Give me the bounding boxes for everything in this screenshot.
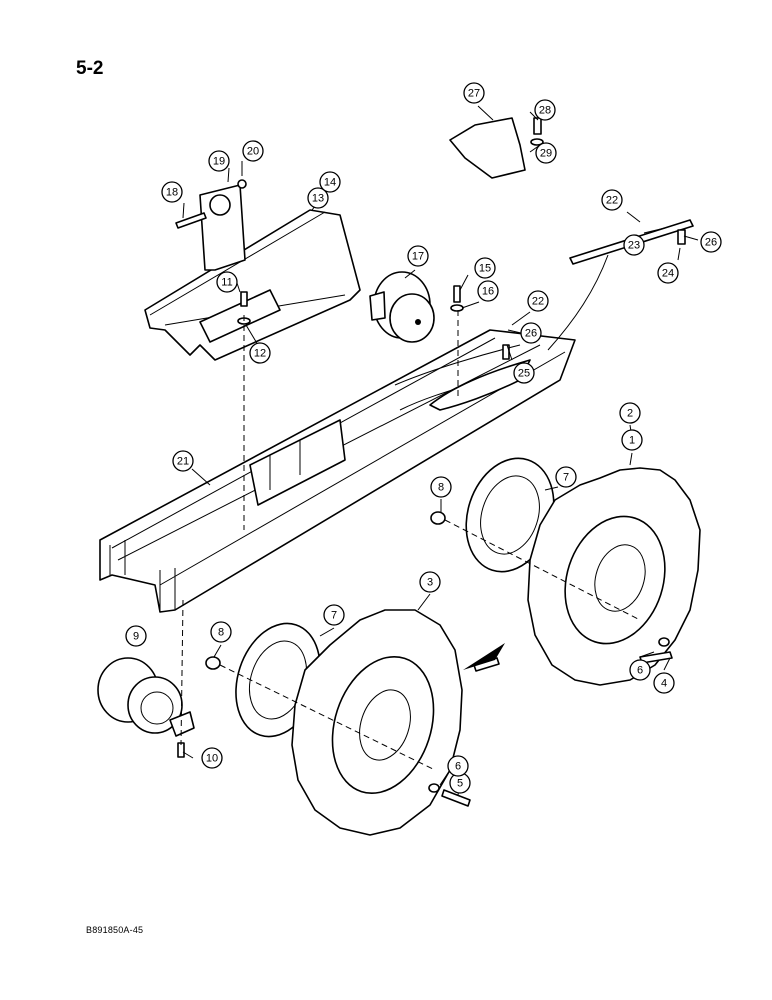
callout-23: 23	[623, 234, 645, 256]
callout-19: 19	[208, 150, 230, 172]
callout-26: 26	[520, 322, 542, 344]
callout-28: 28	[534, 99, 556, 121]
callout-label: 10	[206, 753, 218, 765]
callout-label: 15	[479, 263, 491, 275]
callout-7: 7	[555, 466, 577, 488]
callout-16: 16	[477, 280, 499, 302]
callout-label: 8	[438, 482, 444, 494]
cover-27	[449, 117, 526, 179]
callout-18: 18	[161, 181, 183, 203]
track-roller	[97, 657, 195, 737]
callout-17: 17	[407, 245, 429, 267]
callout-12: 12	[249, 342, 271, 364]
callout-26: 26	[700, 231, 722, 253]
callout-6: 6	[447, 755, 469, 777]
callout-label: 26	[525, 328, 537, 340]
callout-label: 24	[662, 268, 674, 280]
leader-lines	[182, 105, 699, 796]
alignment-lines	[180, 310, 641, 771]
track-guard	[144, 184, 361, 361]
drawing-reference: B891850A-45	[86, 925, 144, 935]
callout-layer: 1234566778891011121314151617181920212222…	[125, 82, 722, 794]
page-number: 5-2	[76, 58, 104, 79]
callout-11: 11	[216, 271, 238, 293]
callout-label: 7	[563, 472, 569, 484]
callout-label: 8	[218, 627, 224, 639]
callout-6: 6	[629, 659, 651, 681]
callout-label: 6	[455, 761, 461, 773]
callout-label: 6	[637, 665, 643, 677]
callout-label: 3	[427, 577, 433, 589]
callout-label: 22	[532, 296, 544, 308]
callout-13: 13	[307, 187, 329, 209]
callout-22: 22	[527, 290, 549, 312]
callout-label: 21	[177, 456, 189, 468]
callout-label: 7	[331, 610, 337, 622]
sprocket-upper	[527, 467, 701, 686]
callout-label: 19	[213, 156, 225, 168]
callout-label: 25	[518, 368, 530, 380]
callout-label: 13	[312, 193, 324, 205]
callout-label: 1	[629, 435, 635, 447]
callout-label: 12	[254, 348, 266, 360]
callout-label: 27	[468, 88, 480, 100]
sprocket-lower	[291, 609, 463, 836]
callout-10: 10	[201, 747, 223, 769]
callout-label: 2	[627, 408, 633, 420]
callout-8: 8	[210, 621, 232, 643]
callout-label: 11	[221, 277, 232, 289]
carrier-roller	[369, 271, 435, 343]
callout-label: 9	[133, 631, 139, 643]
callout-14: 14	[319, 171, 341, 193]
callout-15: 15	[474, 257, 496, 279]
callout-label: 20	[247, 146, 259, 158]
callout-label: 16	[482, 286, 494, 298]
transfer-arrows	[463, 254, 609, 670]
callout-22: 22	[601, 189, 623, 211]
callout-29: 29	[535, 142, 557, 164]
callout-9: 9	[125, 625, 147, 647]
callout-label: 5	[457, 778, 463, 790]
callout-label: 22	[606, 195, 618, 207]
callout-21: 21	[172, 450, 194, 472]
callout-20: 20	[242, 140, 264, 162]
callout-label: 28	[539, 105, 551, 117]
callout-8: 8	[430, 476, 452, 498]
callout-7: 7	[323, 604, 345, 626]
callout-label: 4	[661, 678, 667, 690]
callout-label: 29	[540, 148, 552, 160]
callout-label: 18	[166, 187, 178, 199]
callout-label: 23	[628, 240, 640, 252]
callout-1: 1	[621, 429, 643, 451]
track-frame	[99, 329, 576, 613]
callout-24: 24	[657, 262, 679, 284]
callout-3: 3	[419, 571, 441, 593]
callout-label: 17	[412, 251, 424, 263]
callout-label: 26	[705, 237, 717, 249]
callout-4: 4	[653, 672, 675, 694]
callout-2: 2	[619, 402, 641, 424]
callout-label: 14	[324, 177, 336, 189]
callout-25: 25	[513, 362, 535, 384]
callout-27: 27	[463, 82, 485, 104]
